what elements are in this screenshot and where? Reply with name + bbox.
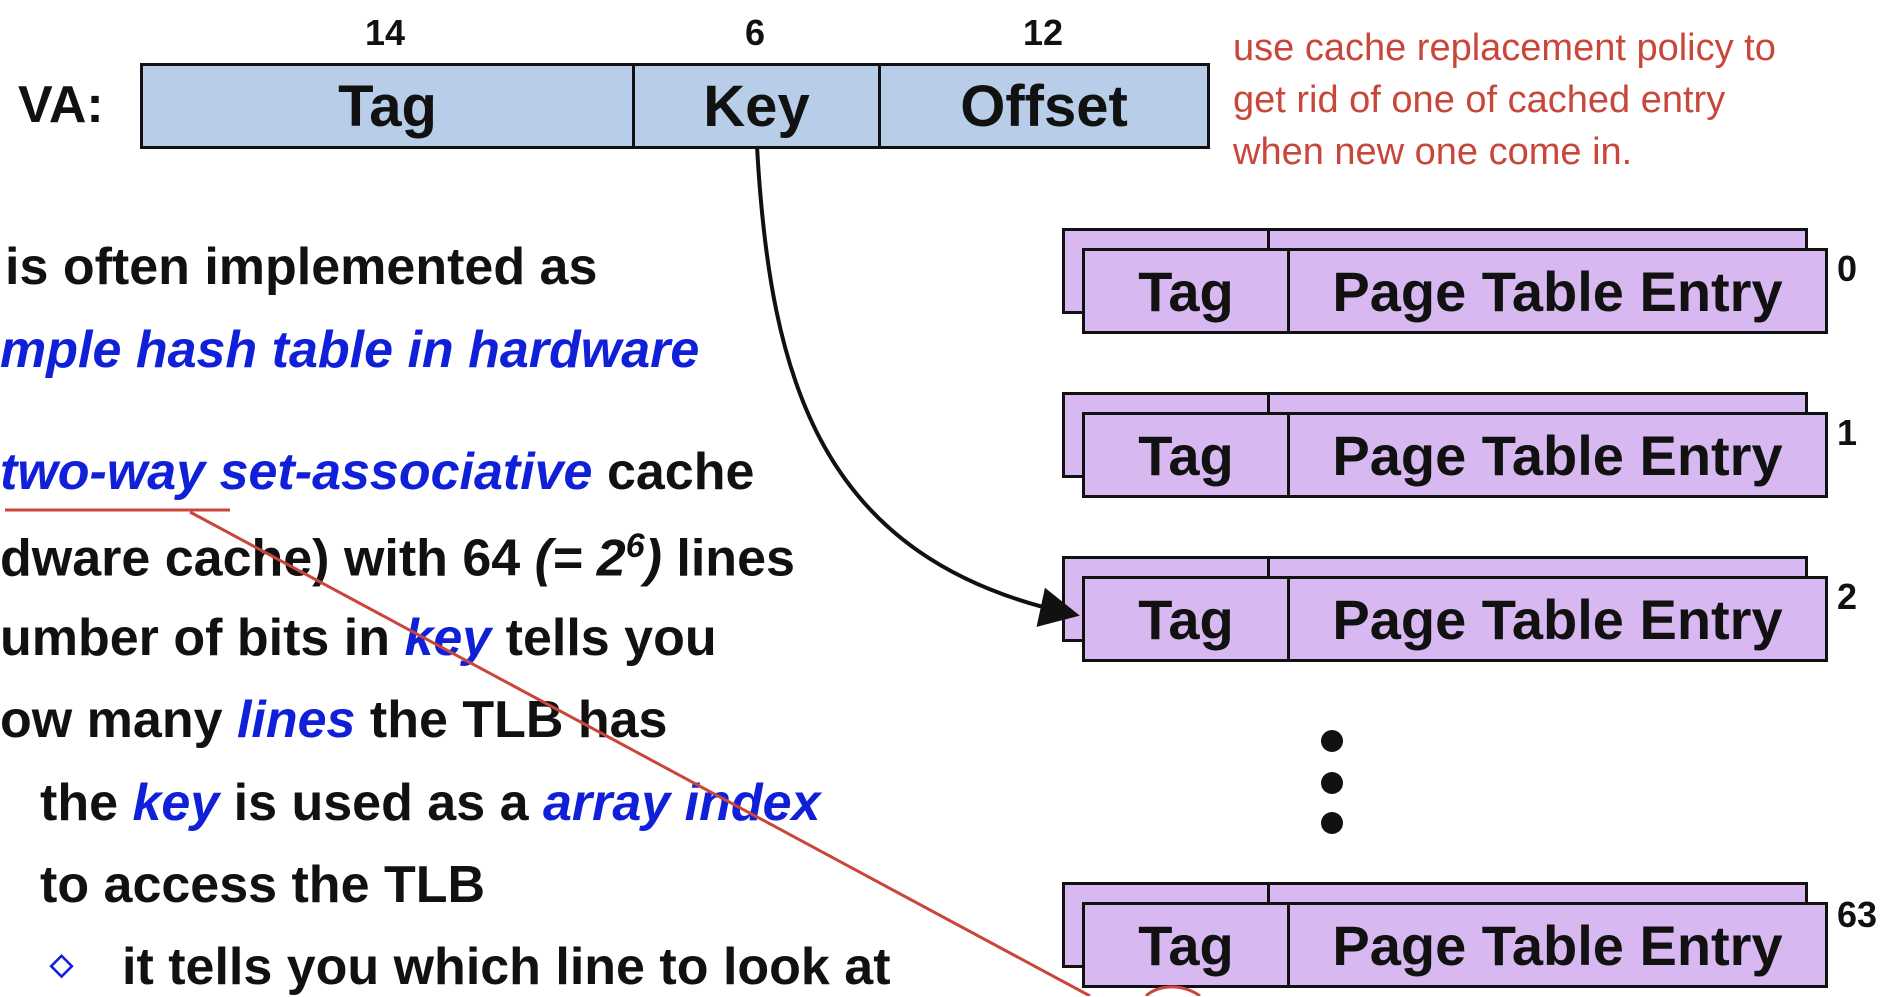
tlb-line-1-way-1: Tag Page Table Entry bbox=[1082, 412, 1828, 498]
two-way-term: two-way bbox=[0, 443, 206, 501]
tlb-line-2-way-1: Tag Page Table Entry bbox=[1082, 576, 1828, 662]
lines-term: lines bbox=[236, 691, 356, 749]
tlb-line-index: 2 bbox=[1837, 576, 1858, 617]
key-to-line-arrow bbox=[755, 145, 1080, 627]
tlb-pte-cell: Page Table Entry bbox=[1332, 259, 1783, 323]
text-line-4-paren: ) bbox=[644, 529, 662, 588]
tlb-pte-cell: Page Table Entry bbox=[1332, 913, 1783, 977]
tlb-tag-cell: Tag bbox=[1085, 251, 1290, 331]
note-line-1: use cache replacement policy to bbox=[1233, 27, 1776, 69]
exponent: 6 bbox=[625, 527, 645, 565]
tlb-line-index: 0 bbox=[1837, 248, 1858, 289]
va-offset-field: Offset bbox=[878, 66, 1207, 146]
tlb-tag-cell: Tag bbox=[1085, 415, 1290, 495]
text-line-6: ow many lines the TLB has bbox=[0, 690, 667, 750]
note-line-2: get rid of one of cached entry bbox=[1233, 79, 1726, 121]
text-line-4-a: dware cache) with 64 bbox=[0, 529, 535, 588]
text-line-6-a: ow many bbox=[0, 691, 237, 749]
text-line-7-a: the bbox=[40, 774, 133, 832]
ellipsis-dot-1 bbox=[1321, 730, 1343, 752]
va-label: VA: bbox=[18, 76, 104, 134]
array-index-term: array index bbox=[542, 774, 821, 832]
offset-bit-width: 12 bbox=[1022, 12, 1064, 53]
text-line-5-a: umber of bits in bbox=[0, 609, 405, 667]
key-term-2: key bbox=[132, 774, 220, 832]
key-term: key bbox=[404, 609, 492, 667]
replacement-note: use cache replacement policy to get rid … bbox=[1233, 22, 1776, 178]
tlb-line-0-way-1: Tag Page Table Entry bbox=[1082, 248, 1828, 334]
tag-bit-width: 14 bbox=[364, 12, 406, 53]
text-line-4: dware cache) with 64 (= 26) lines bbox=[0, 527, 795, 588]
key-bit-width: 6 bbox=[744, 12, 766, 53]
tlb-line-index: 1 bbox=[1837, 412, 1858, 453]
tlb-tag-cell: Tag bbox=[1085, 905, 1290, 985]
tlb-line-2-way-2-divider bbox=[1267, 556, 1270, 578]
tlb-line-0-way-2-divider bbox=[1267, 228, 1270, 250]
annotation-circle-fragment bbox=[1144, 985, 1201, 996]
text-line-6-b: the TLB has bbox=[355, 691, 668, 749]
set-associative-term: set-associative bbox=[219, 443, 593, 501]
text-line-2: mple hash table in hardware bbox=[0, 321, 700, 379]
tlb-pte-cell: Page Table Entry bbox=[1332, 587, 1783, 651]
va-key-field: Key bbox=[632, 66, 878, 146]
text-line-3: two-way set-associative cache bbox=[0, 442, 754, 502]
note-line-3: when new one come in. bbox=[1233, 131, 1633, 173]
va-tag-field: Tag bbox=[338, 73, 437, 139]
cache-word: cache bbox=[606, 443, 755, 501]
text-line-9: it tells you which line to look at bbox=[122, 938, 891, 996]
text-line-1: is often implemented as bbox=[5, 238, 598, 296]
tlb-line-1-way-2-divider bbox=[1267, 392, 1270, 414]
text-line-7: the key is used as a array index bbox=[40, 773, 820, 833]
tlb-line-index: 63 bbox=[1837, 894, 1878, 935]
text-line-5: umber of bits in key tells you bbox=[0, 608, 717, 668]
tlb-pte-cell: Page Table Entry bbox=[1332, 423, 1783, 487]
tlb-tag-cell: Tag bbox=[1085, 579, 1290, 659]
diamond-bullet-icon: ◇ bbox=[50, 948, 74, 981]
ellipsis-dot-3 bbox=[1321, 812, 1343, 834]
text-line-8: to access the TLB bbox=[40, 856, 486, 914]
va-bar: Tag Key Offset bbox=[140, 63, 1210, 149]
ellipsis-dot-2 bbox=[1321, 772, 1343, 794]
tlb-line-63-way-1: Tag Page Table Entry bbox=[1082, 902, 1828, 988]
text-line-4-b: lines bbox=[661, 529, 795, 588]
text-line-7-b: is used as a bbox=[219, 774, 543, 832]
text-line-4-formula: (= 2 bbox=[534, 529, 626, 588]
tlb-line-63-way-2-divider bbox=[1267, 882, 1270, 904]
text-line-5-b: tells you bbox=[491, 609, 717, 667]
